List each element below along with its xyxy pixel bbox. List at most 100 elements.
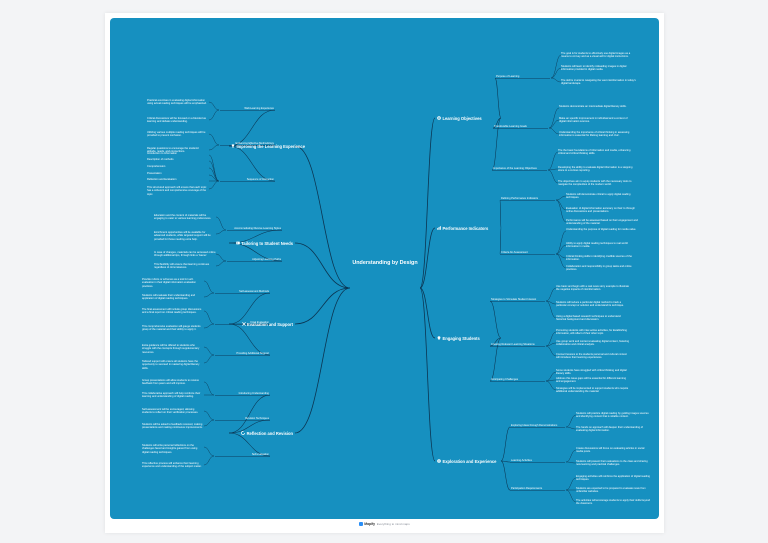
subtopic-node[interactable]: Providing Additional Support — [214, 352, 269, 355]
leaf-node[interactable]: Understanding the importance of critical… — [559, 131, 634, 138]
leaf-node[interactable]: Developing the ability to evaluate digit… — [558, 166, 633, 173]
leaf-node[interactable]: Students will evaluate their understandi… — [142, 294, 204, 301]
leaf-node[interactable]: Collaboration and responsibility in grou… — [566, 265, 641, 272]
leaf-node[interactable]: Reflection and Evaluation — [147, 178, 209, 181]
leaf-node[interactable]: Students will reduce a particular digita… — [556, 301, 631, 308]
leaf-node[interactable]: The skill is crucial to navigating the v… — [561, 79, 636, 86]
leaf-node[interactable]: Using a digital based research technique… — [556, 315, 631, 322]
branch-engaging-students[interactable]: Engaging Students — [437, 336, 499, 341]
leaf-node[interactable]: Group presentations will allow students … — [142, 379, 204, 386]
leaf-node[interactable]: Provide rubrics or schemes as a tool for… — [142, 278, 204, 288]
leaf-node[interactable]: Critical thinking skills in identifying … — [566, 255, 641, 262]
leaf-node[interactable]: The goal is for students to effectively … — [561, 52, 636, 59]
leaf-node[interactable]: Some students have struggled with critic… — [556, 369, 631, 376]
subtopic-node[interactable]: Adjusting Learning Paths — [226, 258, 281, 261]
connector-line — [555, 244, 567, 255]
leaf-node[interactable]: This structured approach will ensure tha… — [147, 186, 209, 196]
leaf-node[interactable]: Description of methods — [147, 158, 209, 161]
leaf-node[interactable]: This flexibility will ensure that learni… — [154, 263, 216, 270]
subtopic-node-text: Providing Additional Support — [236, 351, 269, 355]
subtopic-node[interactable]: Anticipating Challenges — [491, 378, 546, 381]
subtopic-node[interactable]: Self-evaluation — [214, 453, 269, 456]
leaf-node[interactable]: Address this issue gaps will be essentia… — [556, 377, 631, 384]
leaf-node[interactable]: Comprehension — [147, 165, 209, 168]
leaf-node[interactable]: Performance will be assessed based on th… — [566, 219, 641, 226]
subtopic-node-text: Transferable Learning Goals — [494, 124, 527, 128]
leaf-node[interactable]: Evaluation of digital information accura… — [566, 207, 641, 214]
leaf-node[interactable]: Strategies will be implemented to suppor… — [556, 387, 631, 394]
subtopic-node[interactable]: Purpose of Learning — [496, 75, 551, 78]
leaf-node[interactable]: Education and the content of materials w… — [154, 214, 216, 221]
subtopic-node[interactable]: Participation Requirements — [511, 487, 566, 490]
leaf-node[interactable]: Students will be asked to feedback recei… — [142, 423, 204, 430]
leaf-node[interactable]: The the basic foundations of information… — [558, 149, 633, 156]
leaf-node[interactable]: Promoting students with inter-active act… — [556, 329, 631, 336]
subtopic-node[interactable]: Well-Learning Experience — [219, 107, 274, 110]
connector-line — [208, 109, 220, 121]
leaf-node[interactable]: Use group work and content evaluating di… — [556, 340, 631, 347]
branch-learning-objectives[interactable]: Learning Objectives — [437, 116, 499, 121]
lightbulb-icon — [437, 336, 441, 340]
leaf-node[interactable]: Introduction to information — [147, 152, 209, 155]
leaf-node[interactable]: Students will write personal reflections… — [142, 444, 204, 454]
subtopic-node[interactable]: Strategies to Stimulate Student Interest — [491, 298, 546, 301]
leaf-node[interactable]: Critical discussions will be focused on … — [147, 117, 209, 124]
subtopic-node[interactable]: Introducing Understanding — [214, 392, 269, 395]
leaf-node[interactable]: Enrichment opportunities will be availab… — [154, 231, 216, 241]
leaf-node[interactable]: Engaging activities will reinforce the a… — [576, 475, 651, 482]
leaf-node[interactable]: The final assessment will include group … — [142, 308, 204, 315]
leaf-node[interactable]: Presentation — [147, 172, 209, 175]
leaf-node[interactable]: Practical exercises in evaluating digita… — [147, 99, 209, 106]
leaf-node[interactable]: Make an specific improvement in individu… — [559, 117, 634, 124]
branch-improving-the-learning-experience[interactable]: Improving the Learning Experience — [231, 144, 305, 149]
leaf-node[interactable]: Tailored support will ensure all student… — [142, 360, 204, 370]
leaf-node[interactable]: Utilizing various multiple reading techn… — [147, 131, 209, 138]
subtopic-node[interactable]: Final Evaluation — [214, 321, 269, 324]
subtopic-node[interactable]: Creating Relevant Learning Situations — [491, 343, 546, 346]
leaf-node[interactable]: Students will learn to identify misleadi… — [561, 65, 636, 72]
leaf-node[interactable]: This collaborative approach will help re… — [142, 392, 204, 399]
leaf-node[interactable]: Students will demonstrate critical to ap… — [566, 193, 641, 200]
subtopic-node[interactable]: Importance of the Learning Objectives — [493, 167, 548, 170]
subtopic-node[interactable]: Exploring Ideas through Demonstrations — [511, 424, 566, 427]
leaf-node[interactable]: Understanding the purpose of digital rea… — [566, 228, 641, 231]
subtopic-node[interactable]: Defining Performance Indicators — [501, 197, 556, 200]
leaf-node[interactable]: This comprehensive evaluation will gauge… — [142, 325, 204, 332]
cross-icon — [241, 322, 246, 326]
leaf-node[interactable]: The hands on approach will deepen their … — [576, 426, 651, 433]
footer: Mapify Everything to mind maps — [105, 522, 664, 526]
subtopic-node-text: Self-assessment Methods — [239, 289, 269, 293]
leaf-node[interactable]: The activities will encourage students t… — [576, 499, 651, 506]
subtopic-node[interactable]: Accommodating Diverse Learning Styles — [226, 227, 281, 230]
branch-reflection-and-revision[interactable]: Reflection and Revision — [231, 431, 293, 436]
branch-tailoring-to-student-needs[interactable]: Tailoring to Student Needs — [231, 241, 293, 246]
subtopic-node[interactable]: Criteria for Assessment — [501, 251, 556, 254]
leaf-node[interactable]: The objectives aim to equip students wit… — [558, 180, 633, 187]
connector-line — [203, 419, 215, 427]
leaf-node-text: Understanding the purpose of digital rea… — [566, 228, 637, 231]
subtopic-node[interactable]: Revision Techniques — [214, 417, 269, 420]
branch-evaluation-and-support[interactable]: Evaluation and Support — [231, 322, 293, 327]
branch-performance-indicators[interactable]: Performance Indicators — [437, 226, 499, 231]
leaf-node[interactable]: Extra guidance will be offered to studen… — [142, 344, 204, 354]
leaf-node[interactable]: Create discussions will focus on evaluat… — [576, 447, 651, 454]
subtopic-node[interactable]: Transferable Learning Goals — [494, 125, 549, 128]
branch-exploration-and-experience[interactable]: Exploration and Experience — [437, 459, 499, 464]
leaf-node[interactable]: Use basic and begin with a real news sto… — [556, 285, 631, 292]
leaf-node[interactable]: This reflective process will enhance the… — [142, 462, 204, 469]
leaf-node[interactable]: Students will practice digital reading b… — [576, 412, 651, 419]
leaf-node[interactable]: Connect lessons to the students personal… — [556, 353, 631, 360]
subtopic-node[interactable]: Enhancing Effective Methodology — [219, 142, 274, 145]
leaf-node[interactable]: Regular questions to encourage the stude… — [147, 147, 209, 154]
subtopic-node[interactable]: Learning Activities — [511, 459, 566, 462]
subtopic-node[interactable]: Sequence of Instruction — [219, 178, 274, 181]
leaf-node[interactable]: Students demonstrate an intermediate dig… — [559, 105, 634, 108]
connector-line — [228, 242, 283, 262]
leaf-node[interactable]: Self-assessment will be encouraged, allo… — [142, 408, 204, 415]
leaf-node[interactable]: Students will present their evaluations … — [576, 460, 651, 467]
leaf-node[interactable]: Students are expected to be prepared to … — [576, 487, 651, 494]
leaf-node[interactable]: Ability to apply digital reading techniq… — [566, 242, 641, 249]
root-node[interactable]: Understanding by Design — [352, 260, 418, 266]
subtopic-node[interactable]: Self-assessment Methods — [214, 290, 269, 293]
leaf-node[interactable]: In case of changes, materials can be acc… — [154, 251, 216, 258]
